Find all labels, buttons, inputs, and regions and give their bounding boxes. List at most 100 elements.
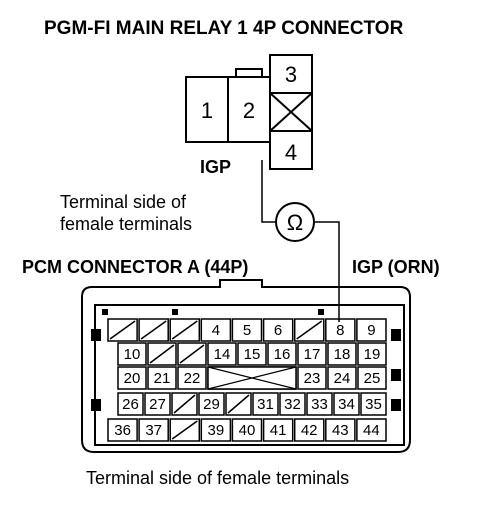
pcm-cell — [107, 418, 138, 442]
relay-terminal-4-label: 4 — [285, 140, 297, 165]
pcm-terminal-label: 26 — [122, 396, 139, 413]
pcm-cell — [231, 418, 263, 442]
pcm-terminal-label: 34 — [338, 396, 355, 413]
blank-terminal-mark — [171, 320, 198, 340]
pcm-cell — [200, 418, 232, 442]
pcm-cell — [169, 318, 201, 342]
test-wires — [261, 160, 340, 322]
relay-terminal-3-label: 3 — [285, 62, 297, 87]
pcm-terminal-label: 25 — [364, 370, 381, 387]
pcm-terminal-label: 8 — [336, 322, 344, 339]
blank-terminal-mark — [109, 320, 136, 340]
pcm-terminal-label: 39 — [208, 422, 225, 439]
pcm-cell — [333, 392, 360, 416]
blank-terminal-mark — [227, 394, 250, 414]
pcm-terminal-label: 23 — [304, 370, 321, 387]
pcm-terminal-label: 24 — [334, 370, 351, 387]
pcm-terminal-label: 9 — [367, 322, 375, 339]
blank-terminal-mark — [171, 420, 198, 440]
pcm-cell — [293, 418, 325, 442]
igp-relay-label: IGP — [200, 157, 231, 177]
pcm-cell — [262, 418, 294, 442]
pcm-terminal-label: 6 — [274, 322, 282, 339]
pcm-connector-housing — [81, 279, 411, 453]
pcm-cell — [356, 318, 387, 342]
pcm-connector-title: PCM CONNECTOR A (44P) — [22, 257, 248, 277]
ohmmeter-icon — [275, 202, 315, 242]
bottom-caption: Terminal side of female terminals — [86, 468, 349, 488]
pcm-cell — [198, 392, 225, 416]
pcm-terminal-label: 17 — [304, 346, 321, 363]
pcm-terminal-label: 29 — [203, 396, 220, 413]
pcm-cell — [107, 318, 138, 342]
pcm-terminal-label: 31 — [257, 396, 274, 413]
pcm-terminal-label: 14 — [214, 346, 231, 363]
terminal-side-line2: female terminals — [60, 214, 192, 234]
pcm-cell — [171, 392, 198, 416]
pcm-cell — [306, 392, 333, 416]
relay-connector — [185, 54, 313, 170]
pcm-cell — [231, 318, 263, 342]
pcm-terminal-label: 18 — [334, 346, 351, 363]
blank-block-cross — [207, 366, 297, 390]
pcm-terminal-label: 44 — [363, 422, 380, 439]
pcm-cell — [325, 418, 356, 442]
pcm-terminal-label: 42 — [301, 422, 318, 439]
pcm-terminal-label: 22 — [184, 370, 201, 387]
pcm-cell — [117, 392, 144, 416]
blank-terminal-mark — [173, 394, 196, 414]
pcm-terminal-label: 16 — [274, 346, 291, 363]
pcm-cell — [297, 366, 327, 390]
pcm-terminal-label: 33 — [311, 396, 328, 413]
pcm-cell — [279, 392, 306, 416]
blank-terminal-mark — [296, 320, 323, 340]
pcm-cell — [357, 366, 387, 390]
pcm-cell — [262, 318, 294, 342]
pcm-cell — [325, 318, 356, 342]
relay-terminal-1-label: 1 — [201, 98, 213, 123]
pcm-cell — [147, 342, 177, 366]
pcm-cell — [293, 318, 325, 342]
blank-terminal-mark — [179, 344, 205, 364]
ohm-symbol: Ω — [287, 210, 303, 235]
pcm-cell — [177, 342, 207, 366]
terminal-side-line1: Terminal side of — [60, 192, 187, 212]
pcm-cell — [138, 318, 169, 342]
relay-connector-title: PGM-FI MAIN RELAY 1 4P CONNECTOR — [44, 18, 404, 39]
pcm-cell — [267, 342, 297, 366]
pcm-cell — [207, 342, 237, 366]
pcm-terminal-label: 41 — [270, 422, 287, 439]
pcm-terminal-label: 37 — [145, 422, 162, 439]
pcm-cell — [177, 366, 207, 390]
igp-pcm-label: IGP (ORN) — [352, 257, 440, 277]
pcm-terminal-label: 32 — [284, 396, 301, 413]
pcm-terminal-label: 20 — [124, 370, 141, 387]
pcm-cell — [147, 366, 177, 390]
pcm-cell — [225, 392, 252, 416]
pcm-cell — [237, 342, 267, 366]
pcm-cell — [357, 342, 387, 366]
pcm-terminal-label: 27 — [149, 396, 166, 413]
pcm-terminal-label: 10 — [124, 346, 141, 363]
pcm-cell — [356, 418, 387, 442]
pcm-cell — [169, 418, 201, 442]
pcm-cell — [144, 392, 171, 416]
pcm-top-keys — [102, 309, 324, 315]
pcm-terminal-label: 19 — [364, 346, 381, 363]
pcm-cell — [138, 418, 169, 442]
pcm-terminal-label: 40 — [239, 422, 256, 439]
blank-terminal-mark — [140, 320, 167, 340]
pcm-cell — [327, 366, 357, 390]
pcm-terminal-label: 4 — [212, 322, 220, 339]
pcm-terminal-label: 43 — [332, 422, 349, 439]
pcm-cell — [117, 366, 147, 390]
pcm-cell — [297, 342, 327, 366]
relay-terminal-2-label: 2 — [243, 98, 255, 123]
pcm-terminal-label: 35 — [365, 396, 382, 413]
relay-cell-4 — [269, 130, 313, 170]
pcm-terminal-label: 21 — [154, 370, 171, 387]
pcm-terminal-label: 36 — [114, 422, 131, 439]
blank-terminal-mark — [149, 344, 175, 364]
